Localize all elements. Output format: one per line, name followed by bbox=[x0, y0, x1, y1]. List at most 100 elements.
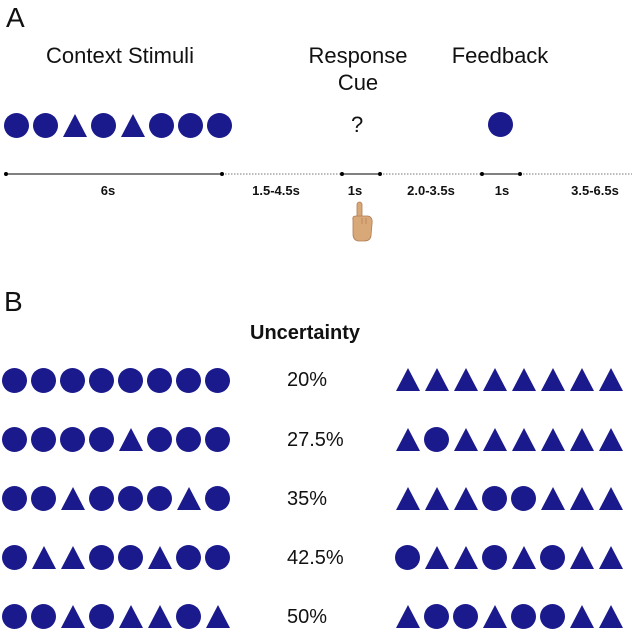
sequence-item bbox=[176, 112, 205, 138]
row-42-5-percent: 42.5% bbox=[287, 547, 344, 569]
circle-shape bbox=[511, 485, 536, 511]
row-35-left-sequence bbox=[0, 485, 232, 511]
sequence-item bbox=[567, 367, 596, 391]
circle-shape bbox=[31, 485, 56, 511]
sequence-item bbox=[116, 367, 145, 393]
sequence-item bbox=[596, 545, 625, 569]
circle-shape bbox=[89, 367, 114, 393]
timeline-tick-4 bbox=[480, 172, 484, 176]
sequence-item bbox=[116, 427, 145, 451]
sequence-item bbox=[480, 544, 509, 570]
triangle-shape bbox=[598, 486, 623, 510]
triangle-shape bbox=[453, 545, 478, 569]
triangle-shape bbox=[424, 486, 449, 510]
sequence-item bbox=[422, 486, 451, 510]
circle-shape bbox=[205, 426, 230, 452]
sequence-item bbox=[87, 544, 116, 570]
triangle-shape bbox=[147, 604, 172, 628]
circle-shape bbox=[91, 112, 116, 138]
response-cue-question-mark: ? bbox=[351, 112, 364, 137]
sequence-item bbox=[393, 427, 422, 451]
triangle-shape bbox=[60, 486, 85, 510]
triangle-shape bbox=[147, 545, 172, 569]
circle-shape bbox=[149, 112, 174, 138]
triangle-shape bbox=[395, 427, 420, 451]
triangle-shape bbox=[569, 427, 594, 451]
triangle-shape bbox=[540, 486, 565, 510]
pointing-hand-icon bbox=[352, 201, 373, 242]
sequence-item bbox=[58, 604, 87, 628]
sequence-item bbox=[0, 544, 29, 570]
sequence-item bbox=[567, 545, 596, 569]
row-35-percent: 35% bbox=[287, 488, 328, 510]
timeline-tick-5 bbox=[518, 172, 522, 176]
sequence-item bbox=[205, 112, 234, 138]
circle-shape bbox=[205, 485, 230, 511]
feedback-circle bbox=[488, 112, 513, 137]
response-cue-header: Response Cue bbox=[308, 43, 408, 95]
row-20-right-sequence bbox=[393, 366, 625, 392]
circle-shape bbox=[540, 603, 565, 629]
circle-shape bbox=[31, 367, 56, 393]
sequence-item bbox=[538, 544, 567, 570]
circle-shape bbox=[2, 544, 27, 570]
duration-delay2: 2.0-3.5s bbox=[407, 183, 455, 198]
sequence-item bbox=[538, 367, 567, 391]
sequence-item bbox=[203, 367, 232, 393]
sequence-item bbox=[567, 604, 596, 628]
sequence-item bbox=[596, 427, 625, 451]
sequence-item bbox=[538, 427, 567, 451]
sequence-item bbox=[58, 545, 87, 569]
triangle-shape bbox=[62, 113, 87, 137]
triangle-shape bbox=[511, 427, 536, 451]
sequence-item bbox=[480, 485, 509, 511]
circle-shape bbox=[424, 426, 449, 452]
sequence-item bbox=[29, 485, 58, 511]
sequence-item bbox=[596, 486, 625, 510]
duration-delay1: 1.5-4.5s bbox=[252, 183, 300, 198]
sequence-item bbox=[203, 426, 232, 452]
sequence-item bbox=[480, 427, 509, 451]
circle-shape bbox=[118, 544, 143, 570]
triangle-shape bbox=[598, 545, 623, 569]
row-27-5-left-sequence bbox=[0, 426, 232, 452]
sequence-item bbox=[422, 367, 451, 391]
sequence-item bbox=[87, 485, 116, 511]
circle-shape bbox=[2, 426, 27, 452]
triangle-shape bbox=[424, 367, 449, 391]
triangle-shape bbox=[395, 604, 420, 628]
triangle-shape bbox=[569, 367, 594, 391]
sequence-item bbox=[87, 426, 116, 452]
sequence-item bbox=[147, 112, 176, 138]
sequence-item bbox=[58, 426, 87, 452]
row-42-5-right-sequence bbox=[393, 544, 625, 570]
sequence-item bbox=[451, 486, 480, 510]
sequence-item bbox=[29, 603, 58, 629]
row-50-percent: 50% bbox=[287, 606, 328, 628]
triangle-shape bbox=[120, 113, 145, 137]
row-27-5-right-sequence bbox=[393, 426, 625, 452]
sequence-item bbox=[0, 426, 29, 452]
circle-shape bbox=[207, 112, 232, 138]
triangle-shape bbox=[511, 367, 536, 391]
circle-shape bbox=[31, 426, 56, 452]
sequence-item bbox=[0, 603, 29, 629]
timeline-tick-0 bbox=[4, 172, 8, 176]
sequence-item bbox=[451, 427, 480, 451]
circle-shape bbox=[89, 426, 114, 452]
sequence-item bbox=[203, 544, 232, 570]
sequence-item bbox=[174, 486, 203, 510]
sequence-item bbox=[174, 367, 203, 393]
sequence-item bbox=[0, 367, 29, 393]
sequence-item bbox=[58, 486, 87, 510]
sequence-item bbox=[145, 367, 174, 393]
sequence-item bbox=[509, 545, 538, 569]
sequence-item bbox=[60, 113, 89, 137]
sequence-item bbox=[203, 604, 232, 628]
sequence-item bbox=[538, 486, 567, 510]
triangle-shape bbox=[453, 486, 478, 510]
circle-shape bbox=[89, 603, 114, 629]
triangle-shape bbox=[598, 427, 623, 451]
row-20-percent: 20% bbox=[287, 369, 328, 391]
sequence-item bbox=[2, 112, 31, 138]
